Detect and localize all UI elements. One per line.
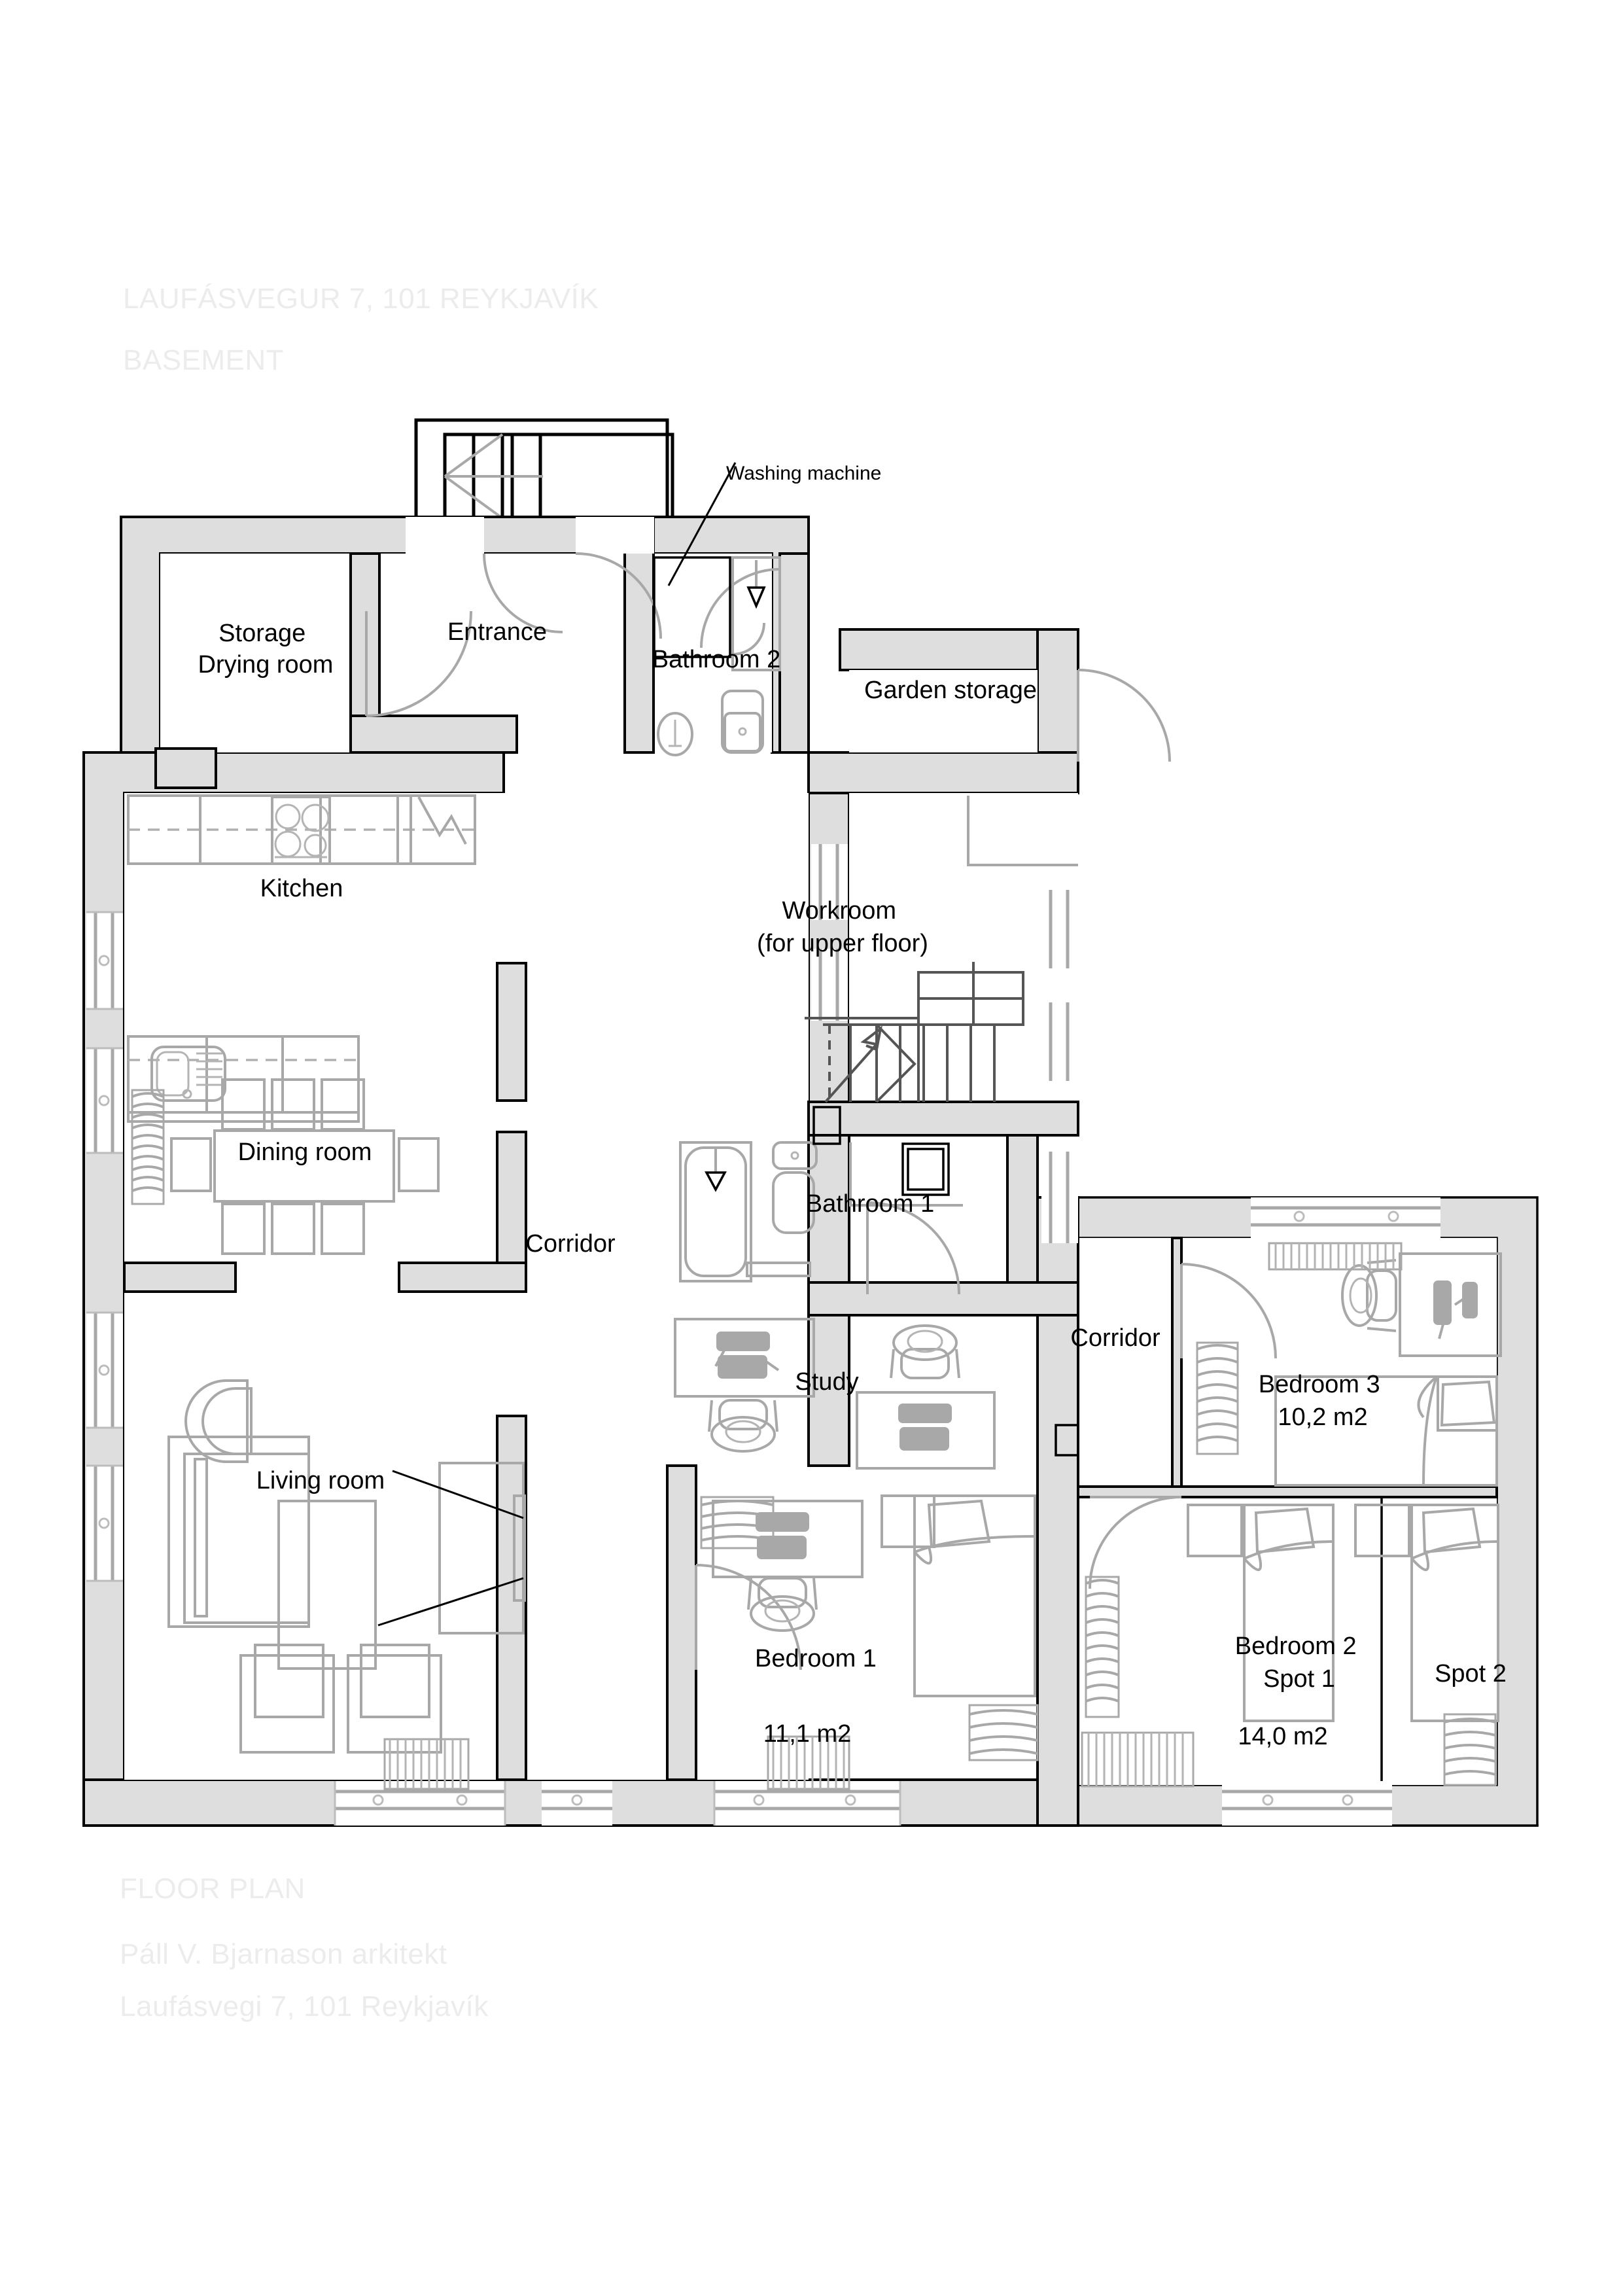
window-living-left-2 <box>86 1464 123 1582</box>
room-label-bedroom-3: Bedroom 3 10,2 m2 <box>1259 1371 1387 1431</box>
radiator-bedroom1-bottom <box>767 1735 850 1790</box>
radiator-spot2-bottom <box>1443 1713 1497 1786</box>
study-desk <box>674 1318 815 1453</box>
room-label-bathroom-2: Bathroom 2 <box>652 646 780 673</box>
window-workroom-right-1 <box>1041 890 1078 968</box>
radiator-bedroom2-left <box>1085 1576 1120 1718</box>
window-bedroom1-bottom <box>713 1781 901 1826</box>
window-bathroom1-right <box>1041 1152 1078 1243</box>
cooktop-icon <box>271 796 331 865</box>
radiator-bedroom2-bottom <box>1081 1731 1195 1788</box>
washing-machine-leader <box>667 462 737 586</box>
radiator-bedroom3-window <box>1268 1242 1403 1271</box>
window-workroom-left-2 <box>811 949 848 1021</box>
radiator-living-bottom <box>383 1738 470 1790</box>
sheet-footer-title: FLOOR PLAN <box>120 1873 305 1905</box>
room-label-study: Study <box>795 1368 858 1396</box>
interior-partitions <box>123 516 1498 1785</box>
sink-icon <box>150 1046 226 1102</box>
window-kitchen-left <box>86 911 123 1010</box>
room-label-bedroom-2-area: 14,0 m2 <box>1238 1723 1327 1750</box>
room-label-garden-storage: Garden storage <box>864 677 1037 704</box>
room-label-corridor-left: Corridor <box>525 1230 616 1258</box>
window-bedroom3-top <box>1251 1197 1440 1238</box>
room-label-kitchen: Kitchen <box>260 875 343 902</box>
sheet-address-title: LAUFÁSVEGUR 7, 101 REYKJAVÍK <box>123 283 599 315</box>
room-label-bedroom-1-area: 11,1 m2 <box>763 1720 851 1748</box>
room-label-bedroom-1: Bedroom 1 <box>755 1645 877 1672</box>
office-chair-icon-3 <box>747 1577 818 1632</box>
entrance-porch <box>414 418 674 520</box>
bathroom1-fixtures <box>679 1106 963 1282</box>
room-label-living-room: Living room <box>256 1467 385 1494</box>
window-dining-left <box>86 1047 123 1154</box>
office-chair-icon-4 <box>1341 1259 1397 1332</box>
room-label-bedroom-2: Bedroom 2 Spot 1 <box>1235 1633 1363 1693</box>
radiator-bedroom1-left <box>700 1496 775 1549</box>
living-furniture <box>167 1379 526 1754</box>
room-label-dining-room: Dining room <box>238 1139 372 1166</box>
radiators <box>131 1089 1039 1790</box>
interior-voids <box>124 554 1078 1780</box>
sheet-footer-architect: Páll V. Bjarnason arkitekt <box>120 1938 447 1970</box>
radiator-dining <box>131 1089 165 1205</box>
misc-elements <box>154 747 1079 1457</box>
window-living-bottom <box>334 1781 506 1826</box>
bathroom2-fixtures <box>653 556 781 756</box>
room-label-entrance: Entrance <box>447 618 547 646</box>
window-workroom-left-1 <box>811 844 848 920</box>
radiator-bedroom3 <box>1196 1341 1239 1455</box>
bedroom3-furniture <box>1196 1242 1502 1487</box>
window-bedroom2-bottom <box>1222 1781 1392 1826</box>
dining-furniture <box>170 1078 440 1255</box>
bedroom2-furniture <box>1081 1504 1499 1788</box>
room-label-workroom: Workroom (for upper floor) <box>757 897 928 957</box>
window-corridor-bottom <box>542 1781 612 1826</box>
room-label-bathroom-1: Bathroom 1 <box>806 1190 934 1218</box>
office-chair-icon-2 <box>890 1324 960 1379</box>
window-workroom-right-2 <box>1041 1002 1078 1081</box>
bedroom1-furniture <box>712 1324 1036 1697</box>
annotation-washing-machine: Washing machine <box>726 463 881 484</box>
sink2-icon <box>657 712 693 756</box>
windows <box>86 844 1440 1826</box>
radiator-bedroom1-right <box>968 1704 1039 1761</box>
workroom-stairs <box>805 796 1078 1103</box>
kitchen-fixtures <box>127 794 476 1123</box>
office-chair-icon <box>708 1399 778 1453</box>
room-label-storage-drying-room: Storage Drying room <box>198 620 334 679</box>
sheet-floor-title: BASEMENT <box>123 344 285 376</box>
sheet-footer-address: Laufásvegi 7, 101 Reykjavík <box>120 1990 489 2022</box>
room-label-bedroom-2-spot-2: Spot 2 <box>1435 1660 1507 1687</box>
window-living-left-1 <box>86 1311 123 1429</box>
room-labels: Storage Drying room Entrance Bathroom 2 … <box>198 618 1507 1750</box>
room-label-corridor-right: Corridor <box>1070 1324 1161 1352</box>
